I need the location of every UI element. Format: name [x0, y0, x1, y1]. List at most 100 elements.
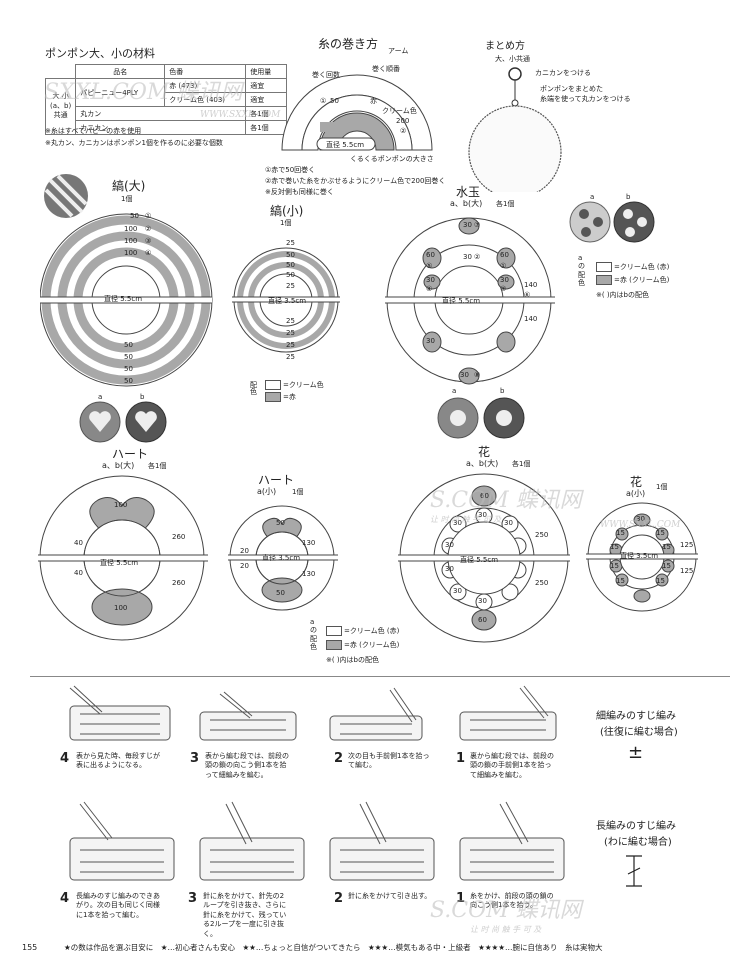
flower-large-value-6: 30: [478, 597, 487, 605]
heart-large-sub: a、b(大): [102, 461, 135, 470]
flower-small-value-3: 15: [610, 543, 619, 551]
flower-small-right-1: 125: [680, 541, 694, 549]
materials-cell: カニカン: [75, 120, 247, 135]
flower-small-value-6: 15: [662, 562, 671, 570]
watermark-7: 让 时 尚 触 手 可 及: [470, 925, 542, 934]
winding-count: 巻く回数: [312, 71, 340, 79]
flower-small-right-2: 125: [680, 567, 694, 575]
winding-note-1: ①赤で50回巻く: [265, 166, 316, 174]
flower-large-title: 花: [478, 445, 491, 459]
winding-order: 巻く順番: [372, 65, 400, 73]
dots-photo-a-label: a: [590, 193, 595, 201]
flower-large-value-7: 60: [478, 616, 487, 624]
stitch2-symbol: [626, 855, 642, 887]
stripe-large-diagram: [40, 213, 213, 387]
stitch2-step4-desc: 長編みのすじ編みのできあがり。次の目も同じく同様に1本を拾って編む。: [76, 892, 160, 919]
dots-value-6: 30: [426, 337, 435, 345]
heart-small-count: 1個: [292, 488, 304, 496]
stitch2-illustrations: [69, 801, 565, 881]
stripe-small-top-2: 50: [286, 261, 295, 269]
stitch1-step4-num: 4: [60, 751, 70, 766]
stitch1-symbol: ±: [628, 742, 644, 763]
stripe-large-top-3: 100: [124, 249, 138, 257]
finish-label-2b: 糸端を使って丸カンをつける: [540, 95, 631, 103]
heart-large-right-1: 260: [172, 533, 186, 541]
flower-small-diagram: [586, 502, 698, 612]
stripe-small-top-4: 25: [286, 282, 295, 290]
flower-large-center: 60: [480, 492, 489, 500]
stripe-large-top-2: 100: [124, 237, 138, 245]
finish-title: まとめ方: [485, 41, 525, 52]
page-number: 155: [22, 943, 38, 952]
materials-note-1: ※糸はすべてパピーの赤を使用: [45, 127, 142, 135]
stitch2-sub: (わに編む場合): [604, 837, 672, 848]
stitch1-sub: (往復に編む場合): [600, 727, 678, 738]
heart-small-top: 50: [276, 519, 285, 527]
flower-small-count: 1個: [656, 483, 668, 491]
watermark-5: WWW.SXXL.COM: [600, 520, 681, 530]
stitch2-step3-num: 3: [188, 891, 198, 906]
winding-cream: クリーム色: [382, 107, 417, 115]
stripe-small-title: 縞(小): [270, 204, 304, 218]
flower-large-value-5: 30: [453, 587, 462, 595]
dots-sub: a、b(大): [450, 199, 483, 208]
flower-small-value-2: 15: [656, 529, 665, 537]
dots-right-2: 140: [524, 315, 538, 323]
materials-title: ポンポン大、小の材料: [45, 47, 155, 60]
footer-legend: ★の数は作品を選ぶ目安に ★…初心者さんも安心 ★★…ちょっと自信がついてきたら…: [64, 943, 603, 952]
stitch2-step2-num: 2: [334, 891, 344, 906]
winding-n200: 200: [396, 117, 410, 125]
heart-photo-b-label: b: [140, 393, 145, 401]
dots-mark-7: ⑧: [474, 371, 481, 379]
stitch2-step3-desc: 針に糸をかけて、針先の2ループを引き抜き、さらに針に糸をかけて、残っている2ルー…: [203, 892, 287, 938]
finish-label-2a: ポンポンをまとめた: [540, 85, 603, 93]
stitch1-illustrations: [69, 685, 557, 741]
winding-c1: ①: [320, 97, 327, 105]
heart-large-left-2: 40: [74, 569, 83, 577]
stripe-small-bottom-1: 25: [286, 329, 295, 337]
flower-small-title: 花: [630, 475, 643, 489]
winding-note-3: ※反対側も同様に巻く: [265, 188, 334, 196]
stripe-legend-cream: =クリーム色: [265, 380, 324, 390]
dots-value-2: 30: [463, 253, 472, 261]
heart-large-right-2: 260: [172, 579, 186, 587]
finish-label-1: カニカンをつける: [535, 69, 591, 77]
heart-large-diam: 直径 5.5cm: [100, 559, 139, 567]
flower-legend-label: a の 配色: [310, 618, 317, 652]
flower-large-diagram: [398, 473, 570, 643]
winding-size-note: くるくるポンポンの大きさ: [350, 155, 434, 163]
flower-large-sub: a、b(大): [466, 459, 499, 468]
stitch1-step4-desc: 表から見た時、毎段すじが表に出るようになる。: [76, 752, 160, 770]
flower-large-diam: 直径 5.5cm: [460, 556, 499, 564]
stripe-large-top-1: 100: [124, 225, 138, 233]
heart-small-sub: a(小): [257, 487, 277, 496]
materials-group: 大 小(a、b)共通: [44, 78, 77, 135]
heart-small-diam: 直径 3.5cm: [262, 554, 301, 562]
dots-mark-6: ③: [500, 285, 507, 293]
stripe-small-bottom-3: 25: [286, 353, 295, 361]
heart-large-left-1: 40: [74, 539, 83, 547]
flower-large-value-4: 30: [445, 565, 454, 573]
dots-value-5: 30: [500, 276, 509, 284]
finish-subtitle: 大、小共通: [495, 55, 530, 63]
stitch1-step1-num: 1: [456, 751, 466, 766]
heart-large-title: ハート: [112, 447, 149, 461]
heart-small-left-2: 20: [240, 562, 249, 570]
heart-large-top: 100: [114, 501, 128, 509]
watermark-6: S.COM 蝶讯网: [430, 898, 582, 923]
stripe-large-top-0: 50: [130, 212, 139, 220]
dots-legend-label: a の 配色: [578, 254, 585, 288]
stripe-small-count: 1個: [280, 219, 292, 227]
stitch1-step2-num: 2: [334, 751, 344, 766]
stitch1-step2-desc: 次の目も手前側1本を拾って編む。: [348, 752, 430, 770]
dots-mark-3: ⑥: [524, 291, 531, 299]
dots-diam: 直径 5.5cm: [442, 297, 481, 305]
flower-large-right-1: 250: [535, 531, 549, 539]
stripe-small-bottom-2: 25: [286, 341, 295, 349]
stripe-large-title: 縞(大): [112, 179, 146, 193]
stripe-small-diagram: [232, 247, 340, 353]
dots-legend-red: =赤 (クリーム色): [596, 275, 669, 285]
heart-photos: [79, 401, 167, 443]
dots-photo-b-label: b: [626, 193, 631, 201]
winding-n50: 50: [330, 97, 339, 105]
